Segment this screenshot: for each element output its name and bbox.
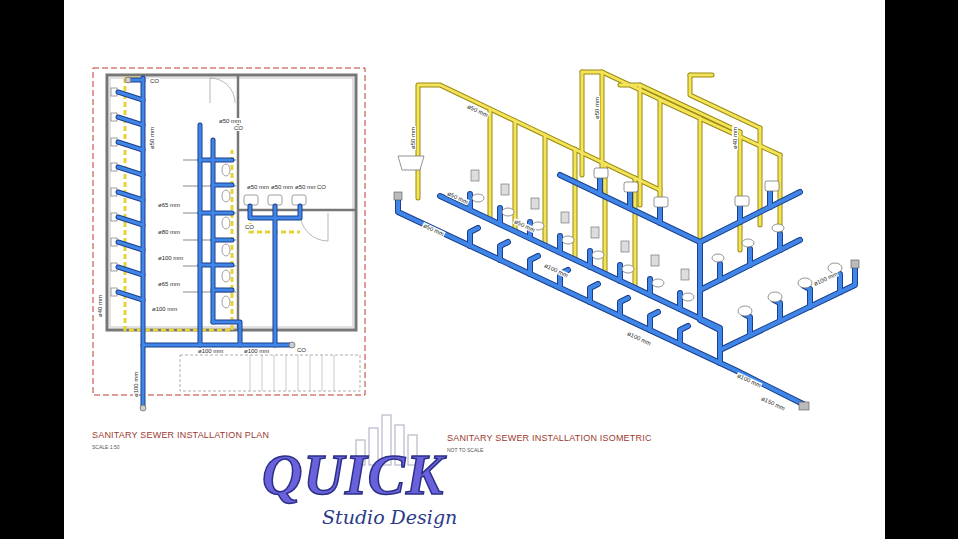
pipe-size: ø150 mm [759,395,786,412]
scale-note: SCALE 1:50 [92,445,120,450]
pipe-size: ø100 mm [197,348,224,354]
pipe-size: ø50 mm [294,184,318,190]
pipe-size: ø50 mm [270,184,294,190]
drawing-title: SANITARY SEWER INSTALLATION ISOMETRIC [447,434,652,443]
pipe-size: ø100 mm [243,348,270,354]
pipe-size: ø40 mm [97,294,103,318]
pipe-size: ø100 mm [133,371,139,398]
logo-text: QUICK [262,446,444,505]
cleanout-label: CO [233,125,244,131]
pipe-size: ø50 mm [218,118,242,124]
pipe-size: ø50 mm [149,126,155,150]
drawing-title: SANITARY SEWER INSTALLATION PLAN [92,431,269,440]
pipe-size: ø50 mm [421,222,445,238]
pipe-size: ø50 mm [246,184,270,190]
scale-note: NOT TO SCALE [447,448,483,453]
cleanout-label: CO [149,78,160,84]
pipe-size: ø100 mm [151,306,178,312]
pipe-size: ø100 mm [157,255,184,261]
cleanout-label: CO [296,347,307,353]
pipe-size: ø100 mm [812,270,839,287]
cleanout-label: CO [244,224,255,230]
pipe-size: ø50 mm [410,126,416,150]
pipe-size: ø80 mm [157,229,181,235]
cleanout-label: CO [316,184,327,190]
pipe-size: ø65 mm [157,202,181,208]
logo-tagline: Studio Design [322,508,457,528]
pipe-size: ø50 mm [594,96,600,120]
pipe-size: ø65 mm [157,281,181,287]
pipe-size: ø40 mm [732,126,738,150]
